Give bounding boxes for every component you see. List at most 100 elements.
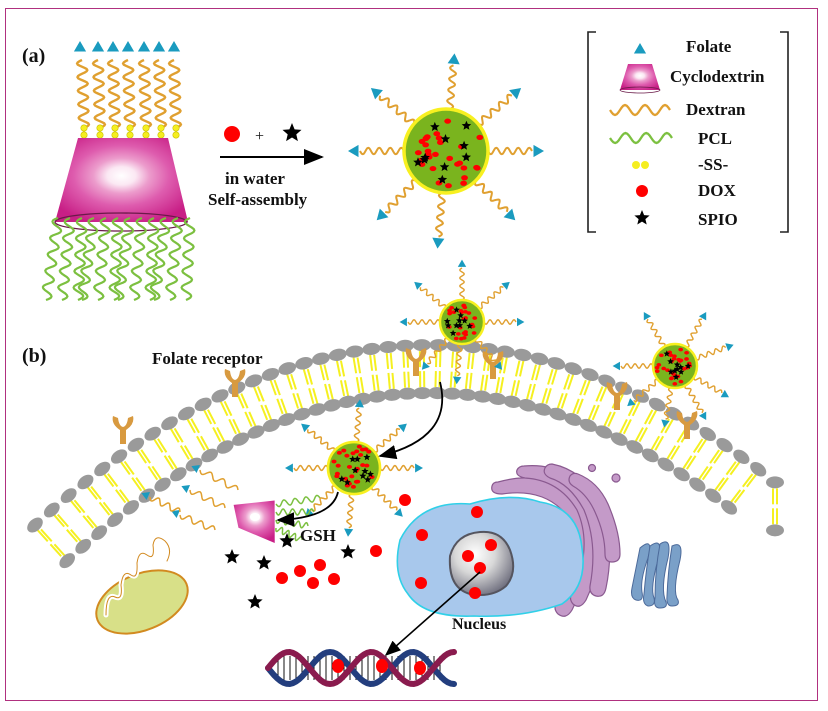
lipid-tail	[232, 418, 241, 435]
lipid-tail	[371, 374, 376, 391]
lipid-tail	[183, 445, 194, 460]
lipid-head-outer	[161, 416, 178, 431]
dox-payload	[435, 135, 443, 141]
dox-payload	[661, 366, 667, 371]
lipid-tail	[119, 460, 131, 476]
lipid-tail	[375, 374, 380, 391]
lipid-tail	[212, 427, 222, 443]
dextran-free	[179, 514, 216, 531]
dna-strand-b	[265, 648, 457, 688]
folate-ligand	[152, 41, 166, 52]
lipid-tail	[290, 373, 297, 390]
lipid-tail	[529, 383, 536, 400]
lipid-head-outer	[94, 461, 111, 477]
lipid-tail	[631, 401, 641, 417]
lipid-tail	[335, 360, 342, 377]
lipid-tail	[179, 445, 190, 460]
pcl-chain	[180, 217, 196, 301]
lipid-head-outer	[127, 437, 145, 452]
dextran-arm	[684, 384, 704, 414]
lipid-tail	[355, 377, 361, 394]
lipid-head-inner	[689, 477, 706, 492]
lipid-head-outer	[312, 352, 330, 365]
cyclodextrin-cavity	[250, 513, 260, 521]
folate-ligand	[725, 343, 734, 352]
lipid-head-outer	[412, 339, 431, 352]
dextran-arm	[695, 345, 727, 361]
dextran-arm	[663, 387, 674, 420]
lipid-tail	[339, 380, 346, 397]
dox-payload	[433, 131, 441, 137]
disulfide-bond	[172, 131, 180, 139]
pcl-chain-icon	[609, 131, 673, 145]
lipid-tail	[470, 352, 475, 370]
spio-payload	[449, 329, 457, 336]
folate-ligand	[533, 144, 544, 158]
lipid-tail	[40, 528, 53, 542]
disulfide-bond	[80, 124, 88, 132]
lipid-tail	[603, 411, 612, 427]
lipid-head-outer	[716, 438, 733, 453]
folate-ligand	[627, 398, 636, 407]
lipid-tail	[90, 486, 102, 500]
lipid-tail	[276, 398, 284, 415]
spio-payload	[667, 358, 674, 365]
lipid-tail	[587, 404, 596, 421]
nucleus-compartment: Nucleus	[396, 496, 584, 633]
dox-payload	[461, 331, 467, 336]
lipid-head-inner	[216, 440, 234, 454]
dox-payload	[678, 379, 684, 384]
folate-ligand	[121, 41, 135, 52]
dox-payload	[414, 150, 422, 156]
dextran-arm	[646, 318, 666, 348]
lipid-tail	[545, 388, 552, 404]
lipid-tail	[136, 449, 147, 464]
lipid-head-inner	[766, 524, 784, 537]
folate-ligand	[447, 53, 460, 65]
dextran-arm	[419, 287, 447, 309]
lipid-tail	[484, 374, 489, 391]
dox-in-nucleus	[415, 577, 427, 589]
lipid-tail	[650, 435, 661, 451]
micelle-core	[651, 342, 699, 390]
spio-payload	[684, 362, 692, 369]
dox-payload	[360, 463, 366, 468]
lipid-head-outer	[328, 348, 347, 361]
lipid-tail	[449, 371, 453, 388]
lipid-tail	[591, 404, 600, 421]
lipid-head-inner	[657, 457, 675, 472]
lipid-head-inner	[232, 432, 250, 446]
dna-double-helix	[265, 648, 457, 688]
lipid-tail	[324, 383, 330, 400]
condition-in-water: in water	[225, 169, 285, 188]
lipid-tail	[296, 392, 304, 409]
lipid-tail	[252, 386, 261, 402]
folate-ligand	[91, 41, 105, 52]
lipid-head-inner	[626, 440, 644, 454]
lipid-tail	[312, 388, 319, 404]
dox-to-dna-arrow	[384, 571, 481, 657]
spio-released	[340, 544, 356, 559]
lipid-head-inner	[368, 390, 387, 403]
dox-payload	[473, 165, 481, 171]
lipid-head-outer	[429, 339, 448, 352]
lipid-tail	[670, 445, 681, 460]
lipid-head-outer	[345, 345, 364, 358]
dox-dot-icon	[224, 126, 240, 142]
lipid-tail	[407, 371, 411, 388]
spio-payload	[461, 120, 472, 130]
dox-payload	[436, 139, 444, 146]
lipid-tail	[240, 393, 249, 409]
lipid-tail	[518, 360, 525, 377]
dox-released	[399, 494, 411, 506]
lipid-head-inner	[383, 388, 402, 401]
dextran-arm	[620, 363, 654, 369]
lipid-head-outer	[295, 357, 313, 370]
lipid-tail	[339, 360, 346, 377]
lipid-tail	[729, 489, 742, 504]
folate-triangle-icon	[633, 43, 647, 54]
dextran-arm	[686, 318, 703, 348]
dox-payload	[334, 474, 340, 479]
pcl-chain	[113, 216, 135, 302]
lipid-head-inner	[610, 432, 628, 446]
